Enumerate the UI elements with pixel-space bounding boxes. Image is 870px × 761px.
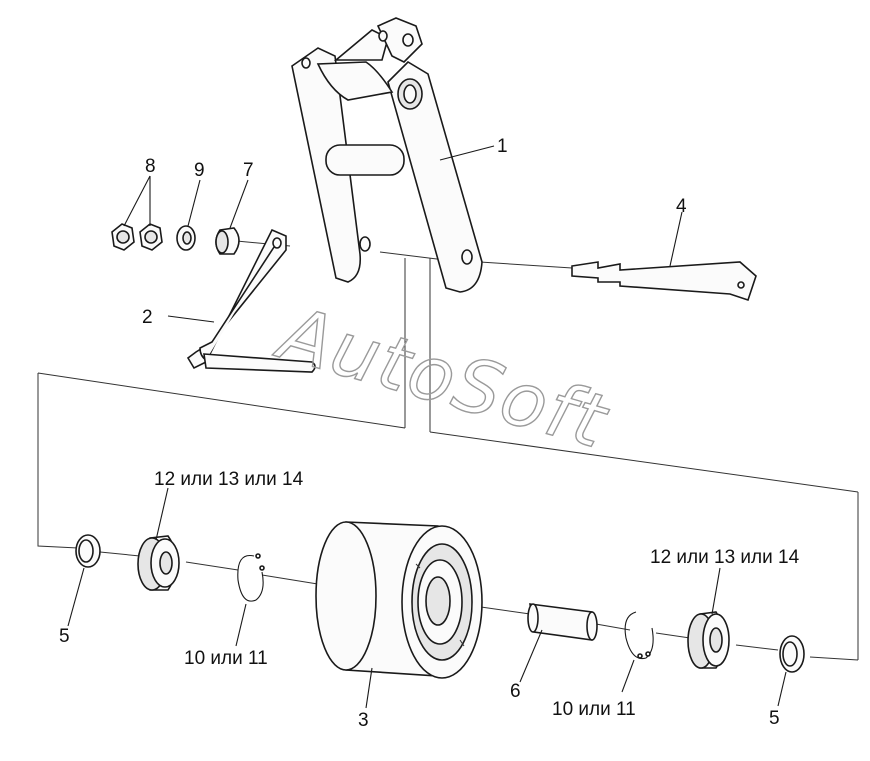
part-5-ring-left: [75, 534, 101, 568]
part-5-ring-right: [779, 635, 805, 673]
callout-5-left: 5: [59, 626, 70, 647]
callout-5-right: 5: [769, 708, 780, 729]
callout-8: 8: [145, 156, 156, 177]
callout-3: 3: [358, 710, 369, 731]
callout-9: 9: [194, 160, 205, 181]
watermark-text: AutoSoft: [267, 290, 618, 466]
part-10-retaining-ring-left: [237, 553, 265, 602]
part-8-nuts: [111, 223, 163, 251]
part-7-spacer: [215, 227, 240, 255]
callout-1: 1: [497, 136, 508, 157]
part-4-axle-pin: [571, 261, 757, 302]
callout-10-right: 10 или 11: [552, 699, 636, 720]
part-2-stopper-lever: [186, 228, 316, 373]
callout-12-left: 12 или 13 или 14: [154, 469, 304, 490]
callout-7: 7: [243, 160, 254, 181]
callout-12-right: 12 или 13 или 14: [650, 547, 800, 568]
part-6-bushing: [527, 603, 598, 641]
part-9-washer: [176, 225, 196, 251]
callout-labels: 1 2 3 4 5 5 6 7 8 9 10 или 11 10 или 11 …: [59, 136, 800, 731]
callout-6: 6: [510, 681, 521, 702]
callout-10-left: 10 или 11: [184, 648, 268, 669]
part-12-bearing-left: [137, 535, 180, 591]
leader-lines: [67, 145, 787, 709]
part-3-idler-pulley: [315, 521, 483, 679]
callout-2: 2: [142, 307, 153, 328]
part-1-swing-arm: [291, 17, 483, 293]
part-10-retaining-ring-right: [624, 611, 654, 660]
callout-4: 4: [676, 196, 687, 217]
part-12-bearing-right: [687, 611, 730, 669]
